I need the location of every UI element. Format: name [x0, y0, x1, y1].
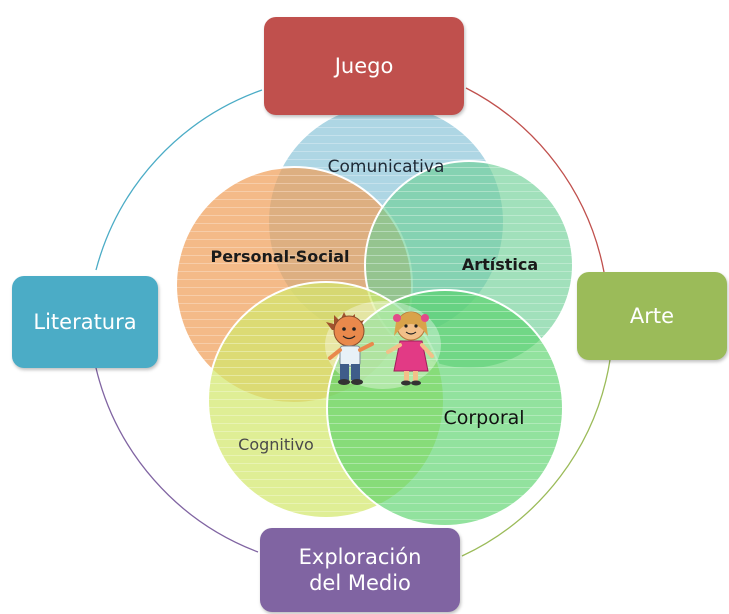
box-literatura: Literatura	[12, 276, 158, 368]
label-cognitivo: Cognitivo	[238, 435, 314, 454]
box-arte: Arte	[577, 272, 727, 360]
ring-arc-exploracion-literatura	[95, 367, 259, 553]
ring-arc-juego-arte	[465, 87, 605, 273]
label-artistica: Artística	[462, 255, 538, 274]
box-literatura-label: Literatura	[33, 309, 137, 334]
boy-figure	[326, 312, 374, 385]
box-arte-label: Arte	[629, 303, 675, 328]
girl-figure	[386, 311, 434, 386]
box-exploracion-line1: Exploración	[298, 544, 422, 569]
box-exploracion-line2: del Medio	[309, 571, 411, 595]
box-exploracion-del-medio: Exploración del Medio	[260, 528, 460, 612]
ring-arc-arte-exploracion	[461, 359, 611, 557]
label-corporal: Corporal	[443, 407, 524, 429]
label-personal-social: Personal-Social	[210, 247, 349, 266]
box-juego-label: Juego	[334, 53, 394, 78]
ring-arc-literatura-juego	[95, 89, 263, 271]
box-juego: Juego	[264, 17, 464, 115]
label-comunicativa: Comunicativa	[328, 157, 445, 177]
circle-corporal	[326, 289, 564, 527]
children-illustration-icon	[325, 301, 441, 389]
